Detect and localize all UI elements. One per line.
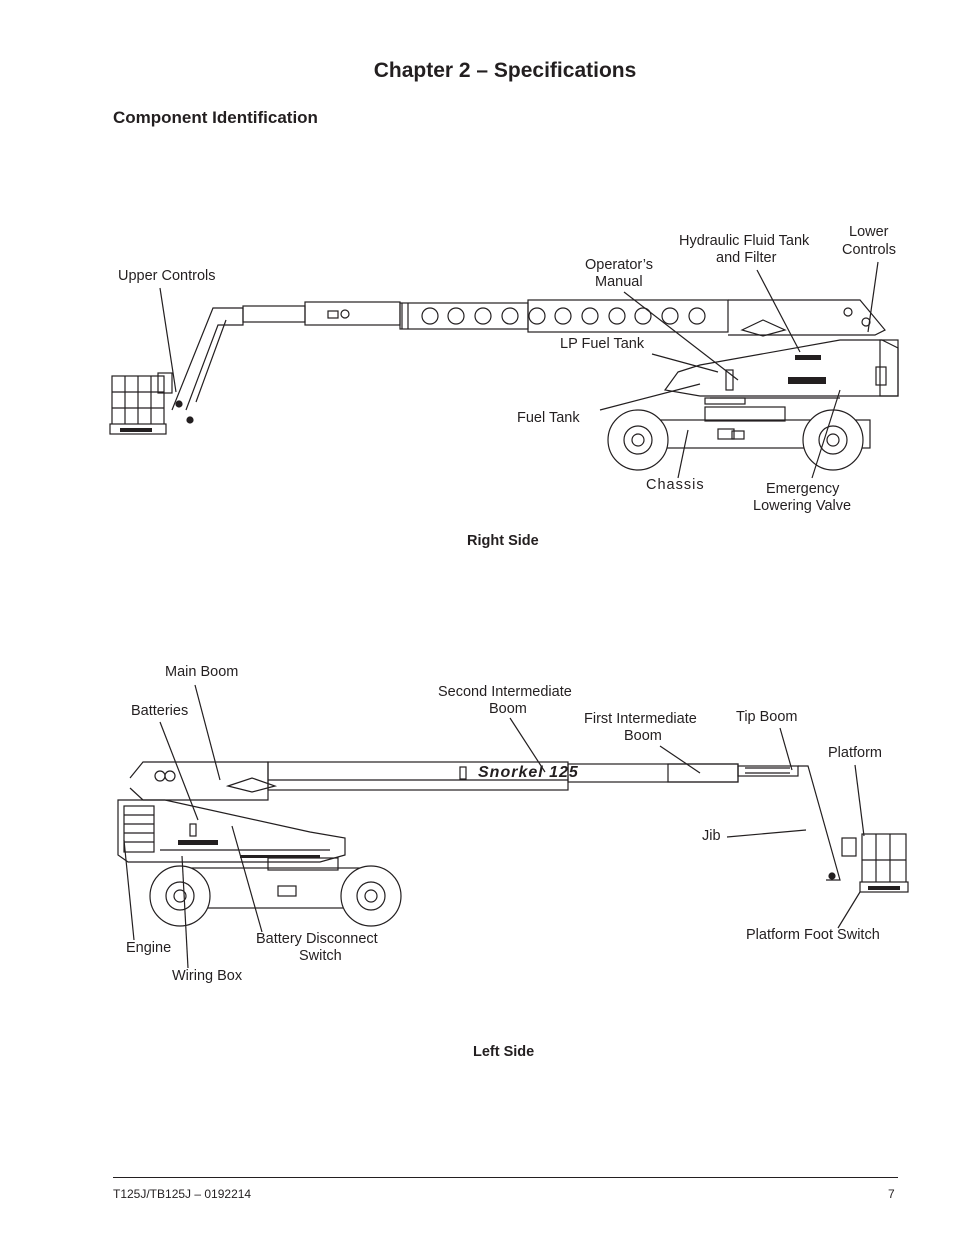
callout-operators-manual-line1: Operator’s bbox=[585, 257, 653, 273]
callout-platform-foot-switch: Platform Foot Switch bbox=[746, 927, 880, 943]
callout-lp-fuel-tank: LP Fuel Tank bbox=[560, 336, 645, 352]
section-title: Component Identification bbox=[113, 108, 318, 127]
right-side-caption: Right Side bbox=[467, 533, 539, 549]
callout-wiring-box: Wiring Box bbox=[172, 968, 243, 984]
callout-engine: Engine bbox=[126, 940, 172, 956]
callout-batteries: Batteries bbox=[131, 703, 189, 719]
boom-decal-logo: Snorkel 125 bbox=[478, 764, 579, 781]
callout-first-boom-line2: Boom bbox=[624, 728, 662, 744]
chapter-title: Chapter 2 – Specifications bbox=[373, 59, 637, 82]
callout-upper-controls: Upper Controls bbox=[118, 268, 216, 284]
callout-main-boom: Main Boom bbox=[165, 664, 239, 680]
callout-fuel-tank: Fuel Tank bbox=[517, 410, 580, 426]
callout-tip-boom: Tip Boom bbox=[736, 709, 798, 725]
callout-second-boom-line2: Boom bbox=[489, 701, 527, 717]
callout-emergency-valve-line2: Lowering Valve bbox=[753, 498, 852, 514]
callout-second-boom-line1: Second Intermediate bbox=[438, 684, 572, 700]
right-side-illustration bbox=[109, 261, 899, 479]
callout-battery-switch-line2: Switch bbox=[299, 948, 342, 964]
callout-battery-switch-line1: Battery Disconnect bbox=[256, 931, 378, 947]
footer-doc-id: T125J/TB125J – 0192214 bbox=[113, 1187, 252, 1201]
footer-page-number: 7 bbox=[888, 1187, 895, 1201]
callout-hydraulic-tank-line1: Hydraulic Fluid Tank bbox=[679, 233, 810, 249]
footer-rule bbox=[113, 1177, 898, 1178]
callout-platform: Platform bbox=[828, 745, 882, 761]
callout-operators-manual-line2: Manual bbox=[595, 274, 643, 290]
left-side-caption: Left Side bbox=[473, 1044, 535, 1060]
callout-chassis: Chassis bbox=[646, 477, 705, 493]
callout-lower-controls-line2: Controls bbox=[842, 242, 896, 258]
callout-lower-controls-line1: Lower bbox=[849, 224, 889, 240]
callout-first-boom-line1: First Intermediate bbox=[584, 711, 697, 727]
callout-emergency-valve-line1: Emergency bbox=[766, 481, 840, 497]
callout-hydraulic-tank-line2: and Filter bbox=[716, 250, 777, 266]
callout-jib: Jib bbox=[702, 828, 721, 844]
